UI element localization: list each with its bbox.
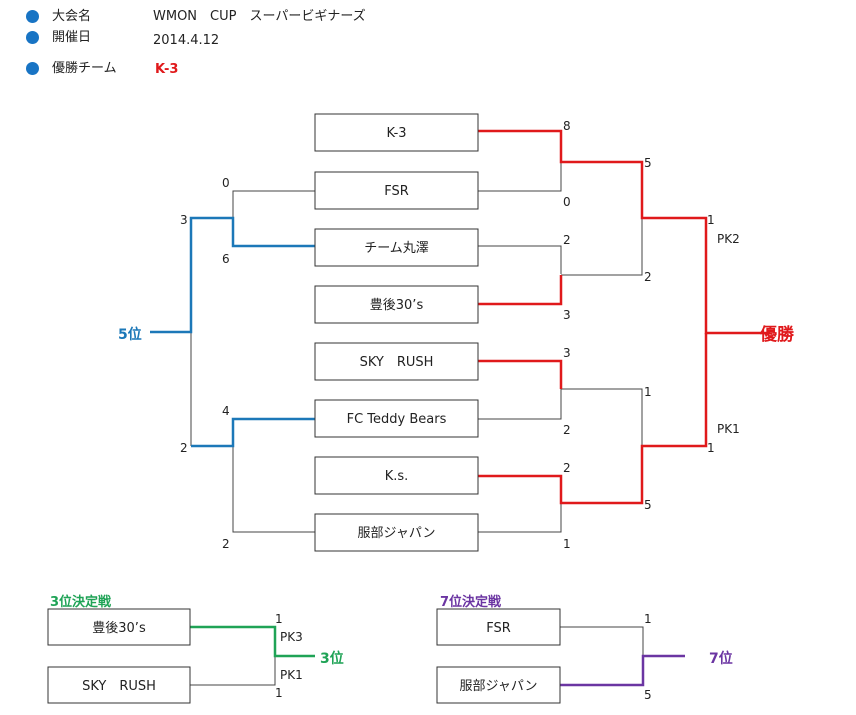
line-bungo-r1 [478, 275, 563, 306]
pk-score: PK2 [717, 232, 740, 246]
bullet-icon [26, 10, 39, 23]
team-name: 豊後30’s [92, 621, 146, 636]
seventh-label: 7位 [709, 650, 733, 667]
team-box: 豊後30’s [314, 285, 479, 324]
line-sky-r1 [478, 359, 563, 389]
seventh-place-title: 7位決定戦 [440, 594, 502, 610]
line-fifth-hattori [232, 446, 315, 533]
line-fsr [478, 162, 562, 192]
third-place-title: 3位決定戦 [50, 594, 112, 610]
line-seventh-fsr [560, 626, 644, 656]
line-seventh-winner [560, 654, 685, 687]
pk-score: PK1 [280, 668, 303, 682]
line-maruzawa [478, 245, 562, 274]
score: 2 [180, 441, 188, 455]
info-value-champion: K-3 [155, 62, 179, 77]
team-box: SKY RUSH [314, 342, 479, 381]
score: 2 [644, 270, 652, 284]
winner-lines [478, 129, 770, 505]
team-box: 服部ジャパン [314, 513, 479, 552]
info-label-tournament: 大会名 [52, 9, 92, 24]
score: 5 [644, 498, 652, 512]
team-box: チーム丸澤 [314, 228, 479, 267]
score: 1 [275, 612, 283, 626]
line-third-sky [190, 656, 276, 686]
line-sf2-upper [561, 388, 643, 446]
score: 5 [644, 688, 652, 702]
score: 8 [563, 119, 571, 133]
team-box: 豊後30’s [47, 608, 191, 646]
score: 5 [644, 156, 652, 170]
team-box: K.s. [314, 456, 479, 495]
team-name: FSR [384, 184, 409, 199]
team-name: 豊後30’s [370, 298, 424, 313]
team-name: K.s. [385, 469, 409, 484]
score: 2 [563, 233, 571, 247]
bracket-lines [190, 162, 644, 686]
team-box: 服部ジャパン [436, 666, 561, 704]
line-teddy [478, 389, 562, 420]
score: 6 [222, 252, 230, 266]
bullet-icon [26, 62, 39, 75]
team-name: チーム丸澤 [364, 241, 429, 256]
scores-right: 8 0 2 3 3 2 2 1 5 2 1 5 1 PK2 PK1 1 [563, 119, 740, 551]
fifth-label: 5位 [118, 326, 142, 343]
info-value-date: 2014.4.12 [153, 33, 220, 48]
score: 1 [707, 213, 715, 227]
bullet-icon [26, 31, 39, 44]
score: 1 [275, 686, 283, 700]
info-label-date: 開催日 [52, 30, 92, 45]
team-name: 服部ジャパン [459, 679, 537, 694]
main-team-boxes: K-3 FSR チーム丸澤 豊後30’s SKY RUSH FC Teddy B… [314, 113, 479, 552]
score: 2 [222, 537, 230, 551]
line-third-winner [190, 625, 315, 658]
scores-left: 0 6 4 2 3 2 [180, 176, 230, 551]
champion-label: 優勝 [759, 324, 795, 345]
line-sf1-lower [561, 218, 643, 276]
score: 2 [563, 423, 571, 437]
score: 1 [563, 537, 571, 551]
score: 1 [644, 612, 652, 626]
team-box: FSR [314, 171, 479, 210]
team-name: FSR [486, 621, 511, 636]
score: 1 [707, 441, 715, 455]
score: 0 [222, 176, 230, 190]
line-k3-champion [478, 129, 770, 335]
team-name: SKY RUSH [82, 679, 156, 694]
third-label: 3位 [320, 650, 344, 667]
line-fifth-fsr [232, 190, 315, 218]
score: 3 [563, 346, 571, 360]
team-name: FC Teddy Bears [347, 412, 447, 427]
score: 4 [222, 404, 230, 418]
fifth-lines [150, 216, 315, 448]
team-name: 服部ジャパン [357, 526, 435, 541]
line-fifth-winner [150, 216, 315, 334]
line-fifth-teddy [191, 417, 315, 448]
team-box: K-3 [314, 113, 479, 152]
line-ks-final [478, 333, 708, 505]
line-hattori [478, 503, 562, 533]
pk-score: PK3 [280, 630, 303, 644]
pk-score: PK1 [717, 422, 740, 436]
team-box: SKY RUSH [47, 666, 191, 704]
score: 2 [563, 461, 571, 475]
info-value-tournament: WMON CUP スーパービギナーズ [153, 9, 366, 24]
team-box: FC Teddy Bears [314, 399, 479, 438]
info-label-champion: 優勝チーム [52, 61, 117, 76]
team-name: SKY RUSH [360, 355, 434, 370]
score: 1 [644, 385, 652, 399]
score: 0 [563, 195, 571, 209]
score: 3 [180, 213, 188, 227]
score: 3 [563, 308, 571, 322]
team-box: FSR [436, 608, 561, 646]
team-name: K-3 [386, 126, 406, 141]
